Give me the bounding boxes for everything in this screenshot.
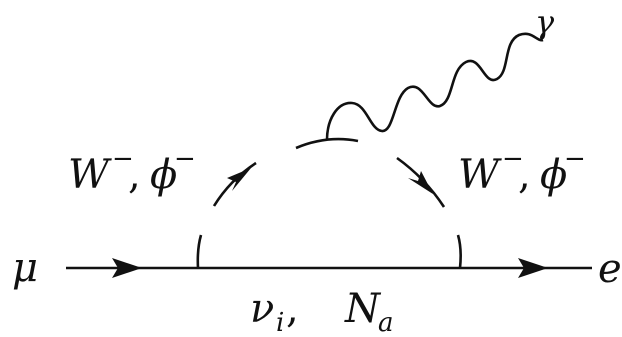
loop-right-sep: ,	[518, 152, 531, 198]
internal-nu-sub: i	[276, 308, 284, 337]
loop-right-arrow-icon	[408, 171, 433, 194]
internal-n-sub: a	[378, 308, 394, 337]
muon-arrow-icon	[112, 258, 142, 278]
loop-right-phi: ϕ	[540, 152, 567, 198]
loop-top-arc	[295, 137, 359, 150]
loop-left-phi: ϕ	[150, 152, 177, 198]
internal-n: N	[344, 286, 382, 332]
loop-left-phi-sup: −	[174, 144, 196, 174]
loop-left-w: W	[68, 152, 112, 198]
internal-fermion-label: ν i , N a	[250, 286, 394, 337]
muon-label: μ	[12, 245, 38, 291]
photon-label: γ	[535, 3, 555, 41]
loop-left-label: W − , ϕ −	[68, 144, 196, 198]
loop-right-w: W	[458, 152, 502, 198]
loop-left-w-sup: −	[112, 144, 134, 174]
electron-label: e	[598, 246, 622, 292]
electron-arrow-icon	[518, 258, 548, 278]
internal-sep: ,	[286, 286, 299, 332]
photon-line	[325, 32, 544, 141]
internal-nu: ν	[250, 286, 274, 332]
loop-right-stub	[456, 234, 462, 269]
loop-left-sep: ,	[128, 152, 141, 198]
loop-right-w-sup: −	[502, 144, 524, 174]
loop-left-stub	[196, 234, 203, 269]
loop-right-label: W − , ϕ −	[458, 144, 586, 198]
loop-left-arrow-icon	[227, 168, 251, 191]
loop-right-phi-sup: −	[564, 144, 586, 174]
loop-left-arc	[212, 161, 257, 207]
